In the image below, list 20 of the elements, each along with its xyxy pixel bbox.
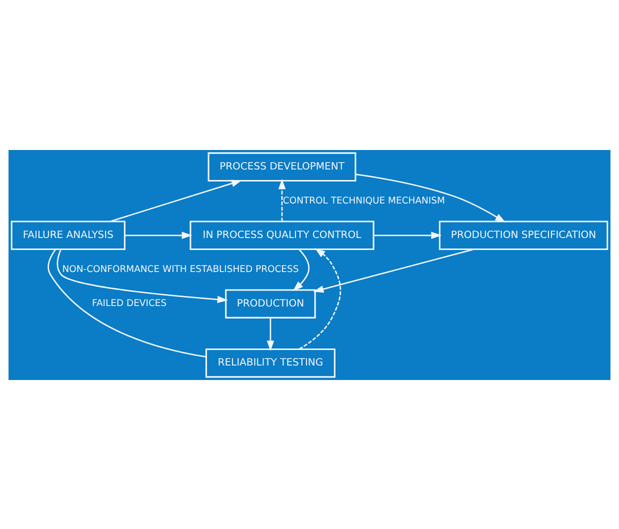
arrow: [374, 231, 442, 239]
connector: [48, 248, 206, 358]
arrow: [110, 179, 242, 222]
node-box: IN PROCESS QUALITY CONTROL: [190, 220, 374, 250]
node-box: PRODUCTION: [225, 288, 316, 318]
node-box: PROCESS DEVELOPMENT: [208, 152, 356, 182]
node-box: RELIABILITY TESTING: [205, 348, 336, 378]
node-box: PRODUCTION SPECIFICATION: [438, 220, 608, 250]
edge-label: FAILED DEVICES: [92, 298, 167, 309]
arrow: [124, 231, 192, 239]
arrow: [355, 173, 506, 222]
edge-label: NON-CONFORMANCE WITH ESTABLISHED PROCESS: [62, 264, 299, 274]
arrow: [56, 248, 228, 303]
node-box: FAILURE ANALYSIS: [10, 220, 126, 250]
edge-label: CONTROL TECHNIQUE MECHANISM: [282, 195, 445, 206]
arrow: [313, 248, 474, 292]
arrow: [278, 178, 286, 221]
arrow: [266, 317, 274, 351]
arrow: [292, 248, 310, 291]
arrow: [298, 248, 342, 350]
